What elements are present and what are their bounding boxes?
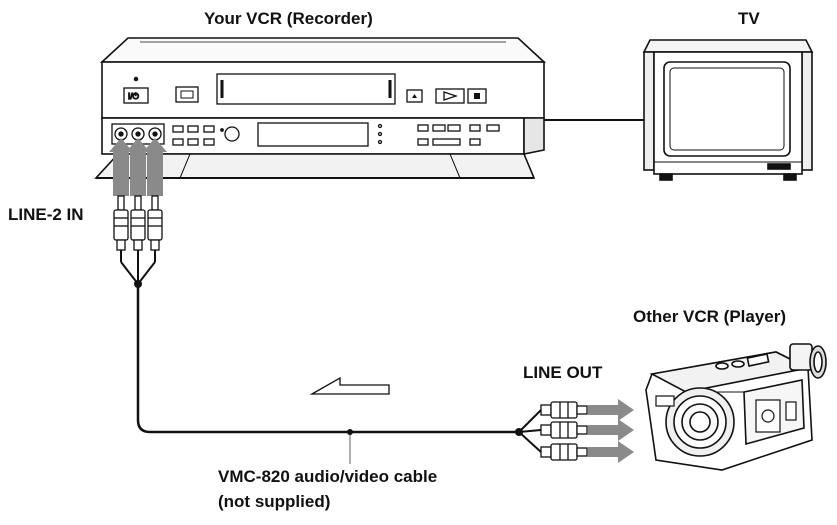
line-in-plug-right bbox=[147, 195, 163, 251]
cable-junction-right bbox=[515, 428, 523, 436]
recorder-vcr bbox=[94, 37, 547, 179]
cable-junction-top bbox=[134, 280, 142, 288]
cable-note-label: (not supplied) bbox=[218, 492, 330, 511]
power-symbol: I/⏻ bbox=[128, 92, 139, 101]
line-out-plug-bottom bbox=[540, 443, 588, 461]
line-out-plugs bbox=[540, 401, 588, 461]
recorder-knob bbox=[224, 126, 240, 142]
power-button bbox=[123, 87, 149, 104]
cable-label: VMC-820 audio/video cable bbox=[218, 467, 437, 486]
tv bbox=[642, 39, 814, 181]
recorder-display bbox=[257, 122, 369, 147]
signal-direction-arrow-icon bbox=[309, 376, 390, 395]
recorder-label: Your VCR (Recorder) bbox=[204, 9, 373, 28]
line-out-plug-top bbox=[540, 401, 588, 419]
line-in-plug-left bbox=[113, 195, 129, 251]
player-label: Other VCR (Player) bbox=[633, 307, 786, 326]
tv-label: TV bbox=[738, 9, 760, 28]
line-out-plug-middle bbox=[540, 421, 588, 439]
line-in-label: LINE-2 IN bbox=[8, 205, 84, 224]
line-in-plugs bbox=[113, 195, 163, 251]
cassette-slot bbox=[216, 73, 396, 105]
line-in-signal-arrows bbox=[109, 138, 167, 196]
player-camcorder bbox=[645, 343, 827, 471]
recorder-front-details: I/⏻ bbox=[111, 73, 500, 147]
line-out-label: LINE OUT bbox=[523, 363, 603, 382]
cable-label-pointer bbox=[347, 429, 353, 435]
av-cable bbox=[120, 250, 542, 464]
line-out-signal-arrows bbox=[588, 399, 634, 463]
line-in-plug-center bbox=[130, 195, 146, 251]
